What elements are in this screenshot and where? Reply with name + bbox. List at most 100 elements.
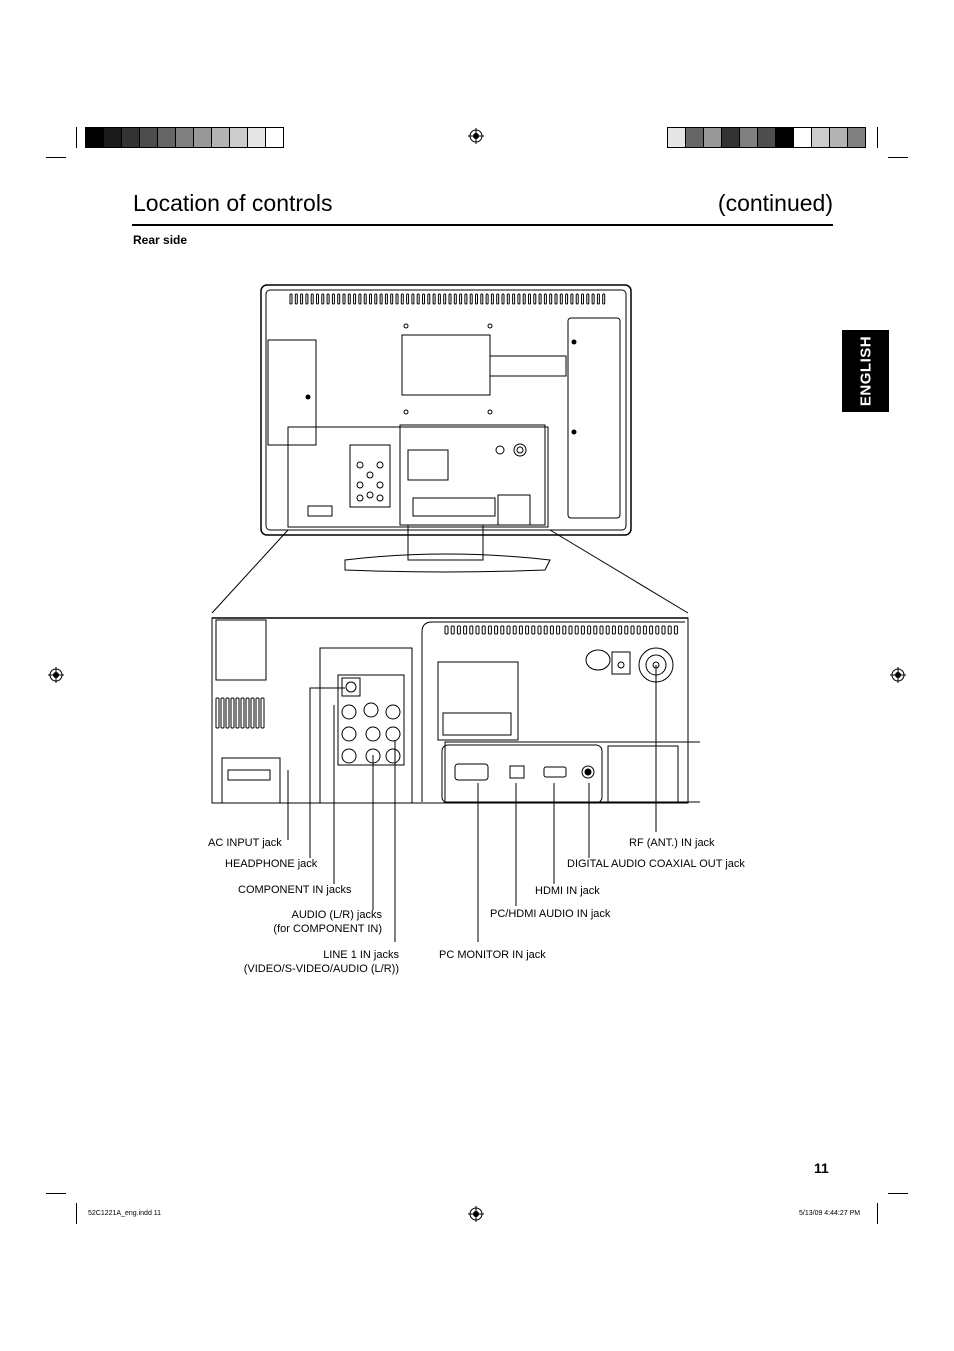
color-swatch xyxy=(686,128,704,147)
page-title: Location of controls xyxy=(133,190,333,216)
vent-slot xyxy=(533,293,537,305)
vent-slot xyxy=(512,625,517,635)
jack-icon xyxy=(341,726,357,742)
language-tab: ENGLISH xyxy=(842,330,889,412)
crop-mark xyxy=(46,157,66,158)
jack-icon xyxy=(363,702,379,718)
vent-slot xyxy=(450,625,455,635)
vent-slot xyxy=(575,293,579,305)
color-swatch xyxy=(122,128,140,147)
color-swatch xyxy=(704,128,722,147)
vent-slot xyxy=(596,293,600,305)
vent-slot xyxy=(456,625,461,635)
vent-slot xyxy=(642,625,647,635)
vent-slot xyxy=(384,293,388,305)
vent-slot xyxy=(565,293,569,305)
vent-slot xyxy=(255,697,260,729)
vent-slot xyxy=(289,293,293,305)
vent-slot xyxy=(554,293,558,305)
vent-slot xyxy=(464,293,468,305)
vent-slot xyxy=(245,697,250,729)
vent-slot xyxy=(235,697,240,729)
jack-icon xyxy=(376,461,384,469)
vent-slot xyxy=(500,625,505,635)
vent-slot xyxy=(580,625,585,635)
vent-slot xyxy=(463,625,468,635)
rf-ant-label: RF (ANT.) IN jack xyxy=(629,837,715,849)
vent-slot xyxy=(512,293,516,305)
vent-slot xyxy=(586,293,590,305)
vent-slot xyxy=(556,625,561,635)
vent-slot xyxy=(549,293,553,305)
footer-filename: 52C1221A_eng.indd 11 xyxy=(88,1210,162,1217)
vent-slot xyxy=(506,293,510,305)
vent-slot xyxy=(437,293,441,305)
vent-slot xyxy=(574,625,579,635)
vent-slot xyxy=(453,293,457,305)
vent-slot xyxy=(494,625,499,635)
footer-timestamp: 5/13/09 4:44:27 PM xyxy=(799,1210,861,1217)
vent-slot xyxy=(230,697,235,729)
color-swatch xyxy=(668,128,686,147)
vent-slot xyxy=(655,625,660,635)
vent-slot xyxy=(490,293,494,305)
color-swatch xyxy=(212,128,230,147)
vent-slot xyxy=(496,293,500,305)
vent-slot xyxy=(220,697,225,729)
vent-slot xyxy=(342,293,346,305)
vent-slot xyxy=(587,625,592,635)
jack-icon xyxy=(385,704,401,720)
jack-icon xyxy=(366,471,374,479)
vent-slot xyxy=(487,625,492,635)
jack-icon xyxy=(366,491,374,499)
vent-slot xyxy=(406,293,410,305)
vent-slot xyxy=(485,293,489,305)
jack-icon xyxy=(341,704,357,720)
vent-slot xyxy=(591,293,595,305)
vent-slot xyxy=(337,293,341,305)
vent-slot xyxy=(305,293,309,305)
vent-slot xyxy=(501,293,505,305)
crop-mark xyxy=(888,157,908,158)
vent-slot xyxy=(562,625,567,635)
vent-slot xyxy=(331,293,335,305)
vent-slot xyxy=(667,625,672,635)
color-swatch xyxy=(740,128,758,147)
line1-in-label: LINE 1 IN jacks (VIDEO/S-VIDEO/AUDIO (L/… xyxy=(243,949,399,975)
vent-slot xyxy=(390,293,394,305)
vent-slot xyxy=(411,293,415,305)
crop-mark xyxy=(76,127,77,148)
jack-icon xyxy=(356,481,364,489)
ac-input-label: AC INPUT jack xyxy=(208,837,282,849)
vent-slot xyxy=(543,625,548,635)
crop-mark xyxy=(76,1203,77,1224)
vent-slot xyxy=(443,293,447,305)
vent-slot xyxy=(518,625,523,635)
vent-slot xyxy=(581,293,584,305)
vent-slot xyxy=(416,293,420,305)
vent-slot xyxy=(661,625,666,635)
vent-slot xyxy=(379,293,383,305)
jack-icon xyxy=(385,726,401,742)
color-swatch xyxy=(176,128,194,147)
tv-rear-illustration xyxy=(211,284,700,804)
pc-monitor-label: PC MONITOR IN jack xyxy=(439,949,546,961)
jack-icon xyxy=(385,748,401,764)
color-swatch xyxy=(248,128,266,147)
vent-slot xyxy=(369,293,372,305)
vent-slot xyxy=(522,293,526,305)
vent-slot xyxy=(599,625,604,635)
vent-slot xyxy=(673,625,678,635)
crop-mark xyxy=(46,1193,66,1194)
vent-slot xyxy=(432,293,436,305)
headphone-label: HEADPHONE jack xyxy=(225,858,318,870)
jack-icon xyxy=(376,481,384,489)
color-swatch xyxy=(776,128,794,147)
vent-slot xyxy=(459,293,463,305)
component-in-label: COMPONENT IN jacks xyxy=(238,884,352,896)
registration-target-icon xyxy=(468,1206,484,1222)
color-swatch xyxy=(266,128,283,147)
color-swatch xyxy=(194,128,212,147)
vent-slot xyxy=(538,293,542,305)
jack-icon xyxy=(356,461,364,469)
